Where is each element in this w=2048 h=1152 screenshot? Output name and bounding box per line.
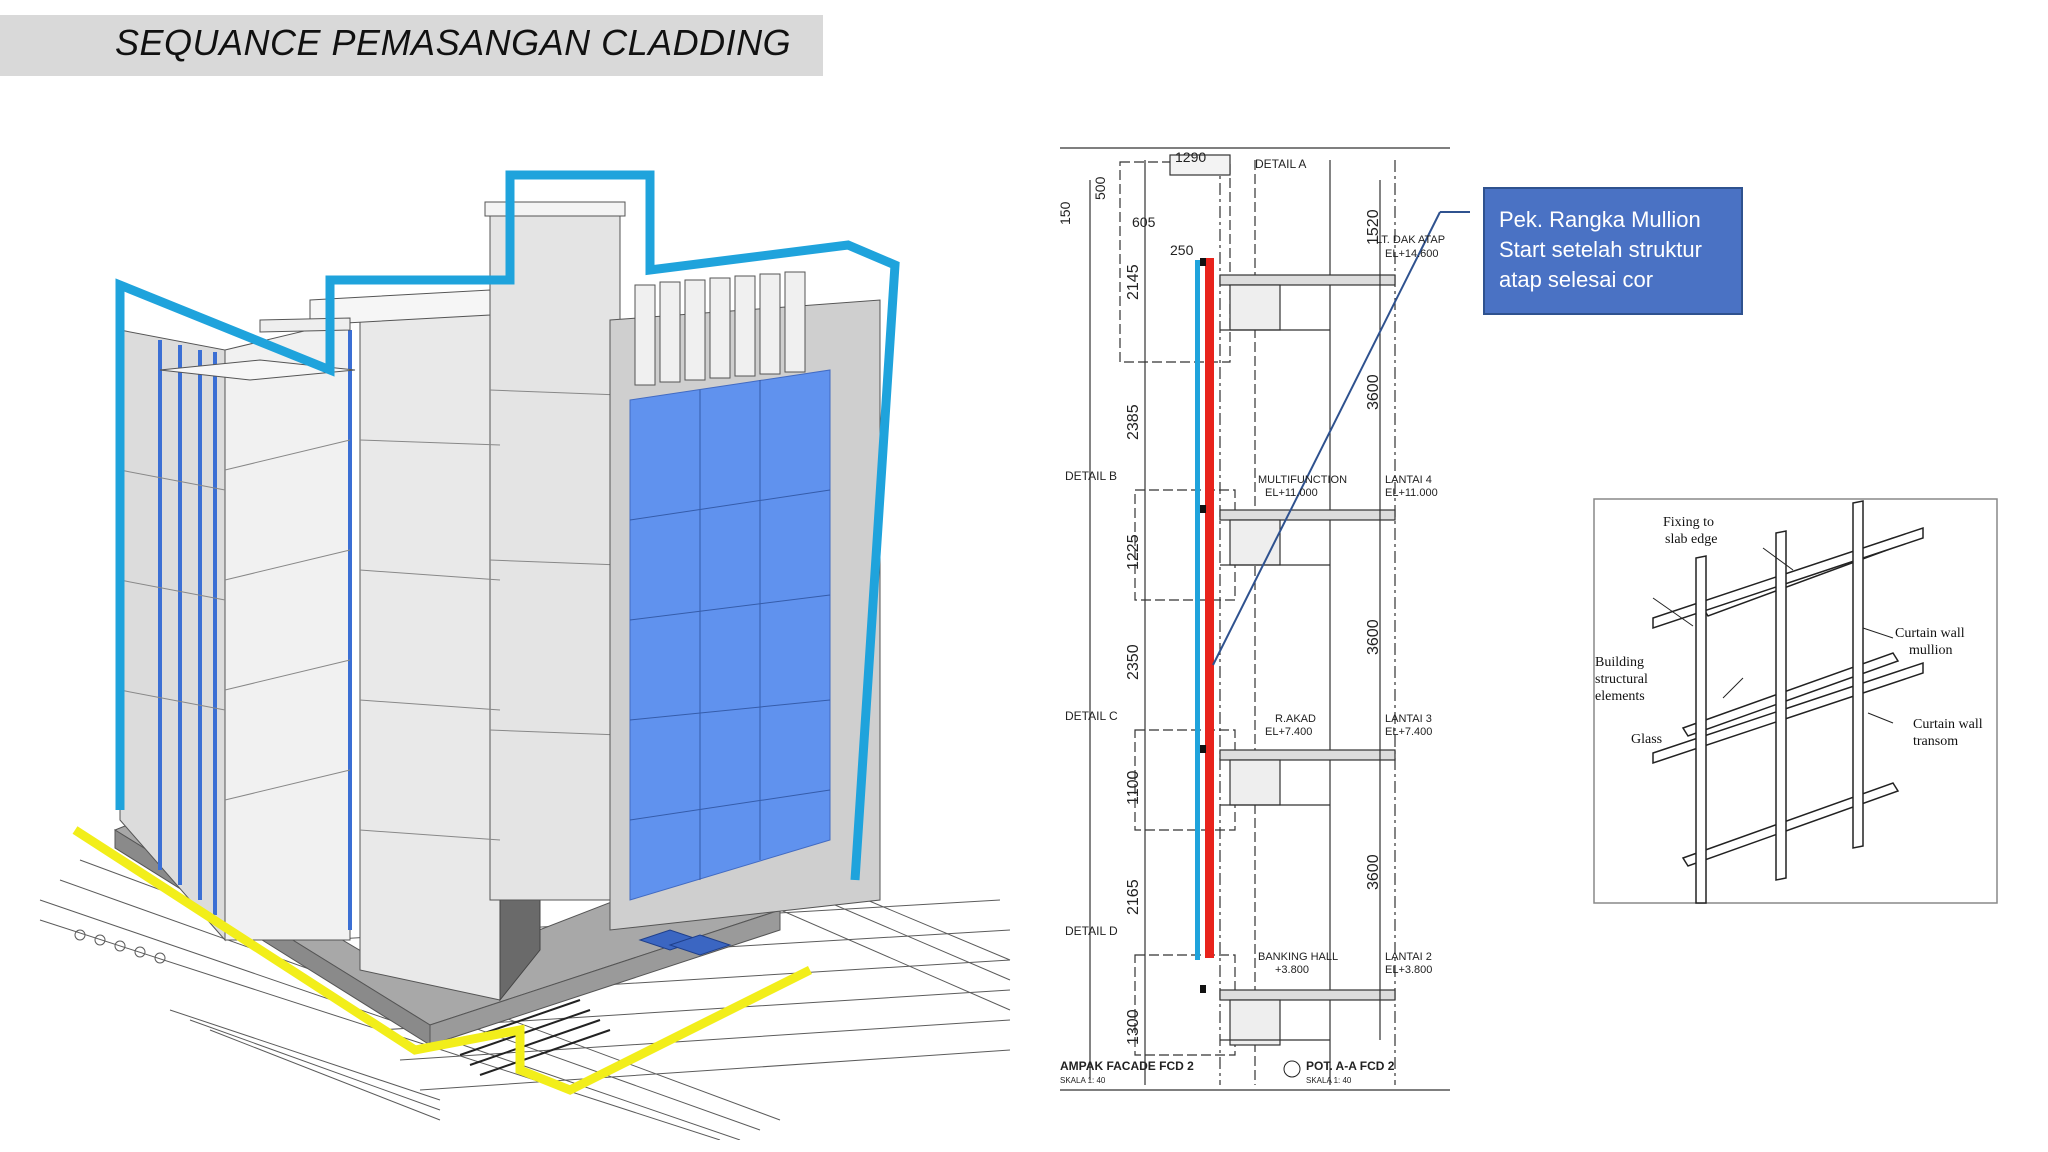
dim-500: 500 [1092, 176, 1108, 200]
detail-b-label: DETAIL B [1065, 469, 1117, 483]
dim-left-2: 2385 [1125, 404, 1142, 440]
label-fixing-1: Fixing to [1663, 515, 1714, 530]
detail-a-label: DETAIL A [1255, 157, 1306, 171]
room-3-el: +3.800 [1275, 964, 1309, 976]
level-4-name: LANTAI 2 [1385, 951, 1432, 963]
cladding-outline [115, 170, 900, 881]
callout-leader [1212, 211, 1441, 666]
dim-left-7: 1300 [1125, 1009, 1142, 1045]
dim-left-1: 2145 [1125, 264, 1142, 300]
dim-150: 150 [1057, 201, 1073, 225]
scale-left: SKALA 1: 40 [1060, 1076, 1106, 1085]
mullion-red [1205, 258, 1214, 958]
mullion-blue [1195, 260, 1200, 960]
label-building-2: structural [1595, 672, 1648, 687]
scale-right: SKALA 1: 40 [1306, 1076, 1352, 1085]
left-tower-face [224, 319, 351, 941]
dim-right-1: 1520 [1365, 209, 1382, 245]
room-2-name: R.AKAD [1275, 713, 1316, 725]
room-2-el: EL+7.400 [1265, 726, 1312, 738]
label-transom-2: transom [1913, 734, 1958, 749]
dim-left-6: 2165 [1125, 879, 1142, 915]
label-building-3: elements [1595, 689, 1645, 704]
room-3-name: BANKING HALL [1258, 951, 1338, 963]
level-4-el: EL+3.800 [1385, 964, 1432, 976]
label-mullion-1: Curtain wall [1895, 626, 1965, 641]
callout-line-2: Start setelah struktur [1499, 237, 1702, 262]
level-2-name: LANTAI 4 [1385, 474, 1432, 486]
dim-605: 605 [1132, 214, 1156, 230]
level-3-name: LANTAI 3 [1385, 713, 1432, 725]
center-column [359, 299, 501, 1001]
label-building-1: Building [1595, 655, 1644, 670]
label-glass: Glass [1631, 732, 1662, 747]
callout-line-3: atap selesai cor [1499, 267, 1654, 292]
detail-d-label: DETAIL D [1065, 924, 1118, 938]
level-3-el: EL+7.400 [1385, 726, 1432, 738]
level-2-el: EL+11.000 [1385, 487, 1438, 499]
title-bar [0, 15, 823, 76]
label-transom-1: Curtain wall [1913, 717, 1983, 732]
dim-250: 250 [1170, 242, 1194, 258]
dim-1290: 1290 [1175, 149, 1206, 165]
callout-line-1: Pek. Rangka Mullion [1499, 207, 1701, 232]
level-1-name: LT. DAK ATAP [1376, 234, 1445, 246]
mullion-callout: Pek. Rangka Mullion Start setelah strukt… [1483, 187, 1743, 315]
caption-right: POT. A-A FCD 2 [1306, 1059, 1395, 1073]
tall-pier [489, 209, 621, 901]
dim-left-4: 2350 [1125, 644, 1142, 680]
dim-left-3: 1225 [1125, 534, 1142, 570]
dim-right-3: 3600 [1365, 619, 1382, 655]
section-drawing: 1290 500 605 250 150 DETAIL A DETAIL B D… [1057, 147, 1470, 1091]
room-1-name: MULTIFUNCTION [1258, 474, 1347, 486]
glass-facade [629, 369, 831, 901]
room-1-el: EL+11.000 [1265, 487, 1318, 499]
base-outline [72, 826, 813, 1095]
dim-right-4: 3600 [1365, 854, 1382, 890]
level-1-el: EL+14.600 [1385, 248, 1439, 260]
caption-left: AMPAK FACADE FCD 2 [1060, 1059, 1194, 1073]
label-mullion-2: mullion [1909, 643, 1953, 658]
curtain-wall-diagram: Fixing to slab edge Building structural … [1593, 498, 1998, 904]
dim-right-2: 3600 [1365, 374, 1382, 410]
slide-title: SEQUANCE PEMASANGAN CLADDING [115, 22, 792, 63]
building-3d-illustration [39, 170, 1011, 1140]
dim-left-5: 1100 [1125, 770, 1142, 805]
label-fixing-2: slab edge [1665, 532, 1717, 547]
detail-c-label: DETAIL C [1065, 709, 1118, 723]
